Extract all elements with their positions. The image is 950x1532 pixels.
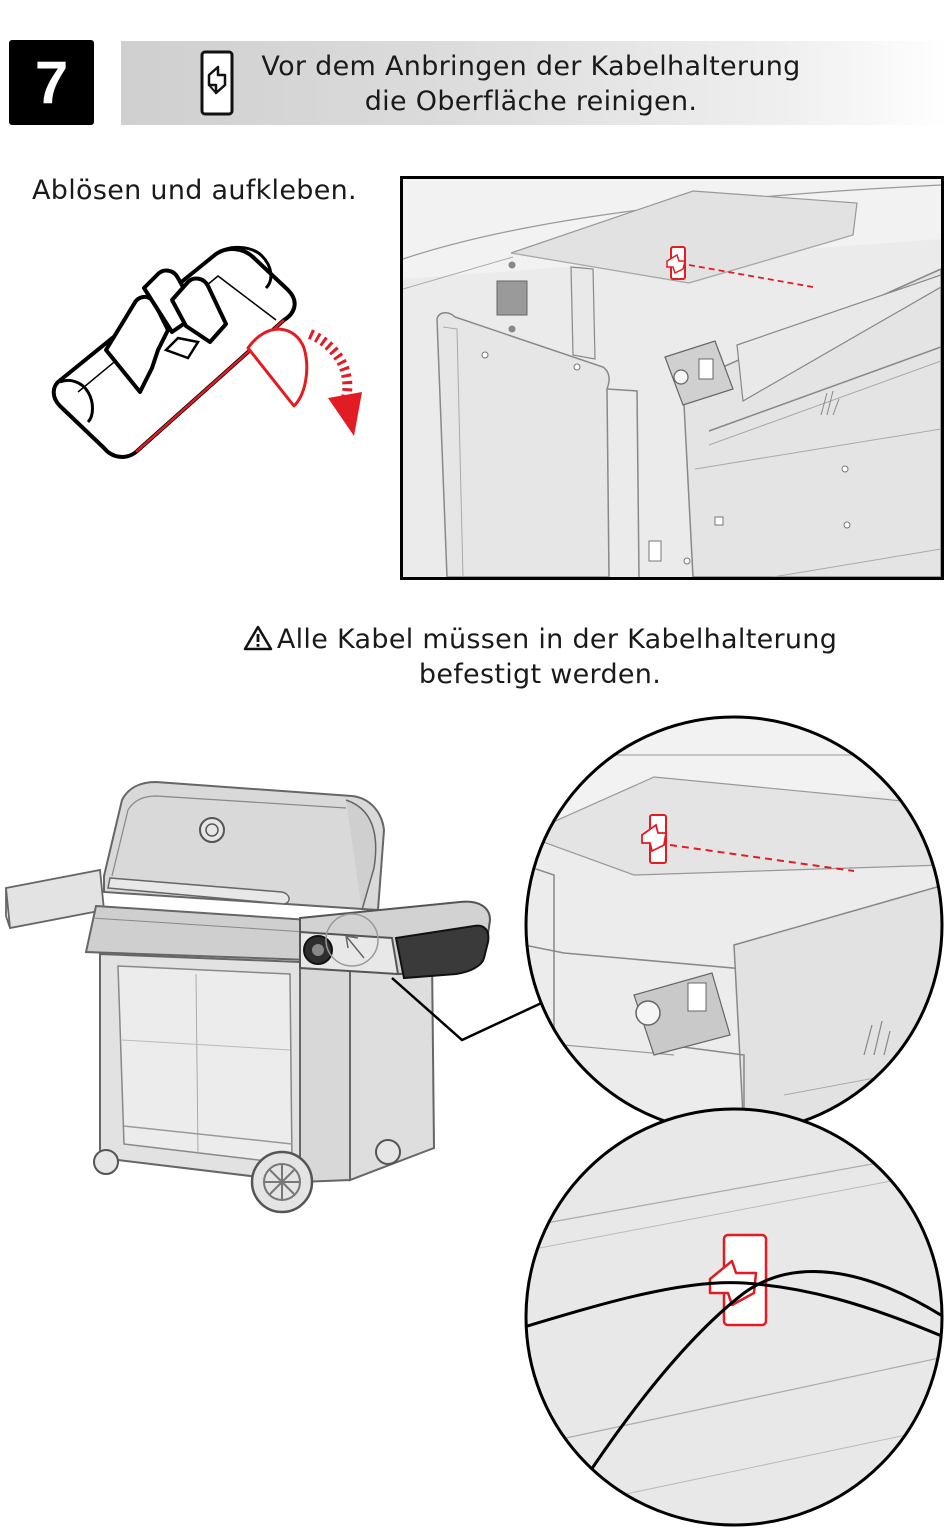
instruction-banner: Vor dem Anbringen der Kabelhalterung die… [121,41,950,125]
cable-clip-peel-illustration [51,246,362,459]
warning-line-2: befestigt werden. [418,659,662,690]
cable-clip-target-icon [666,246,686,280]
peel-label: Ablösen und aufkleben. [32,175,357,206]
warning-line-1: Alle Kabel müssen in der Kabelhalterung [276,624,838,655]
peel-arrow-icon [328,392,362,436]
step-number: 7 [34,48,69,116]
detail-view-frame [400,176,944,580]
cable-warning: Alle Kabel müssen in der Kabelhalterung … [220,622,860,692]
zoom-view-mounting-location [524,715,944,1135]
side-shelf-underside-illustration [403,179,941,577]
instruction-line-1: Vor dem Anbringen der Kabelhalterung [261,51,801,82]
warning-triangle-icon [243,625,273,651]
zoom-view-cable-routing [524,1107,944,1527]
grill-overview-illustration [5,780,492,1214]
cable-clip-icon [200,50,234,116]
step-badge: 7 [9,40,94,125]
instruction-text: Vor dem Anbringen der Kabelhalterung die… [251,49,811,119]
instruction-line-2: die Oberfläche reinigen. [364,86,698,117]
cable-clip-target-icon [641,814,668,864]
